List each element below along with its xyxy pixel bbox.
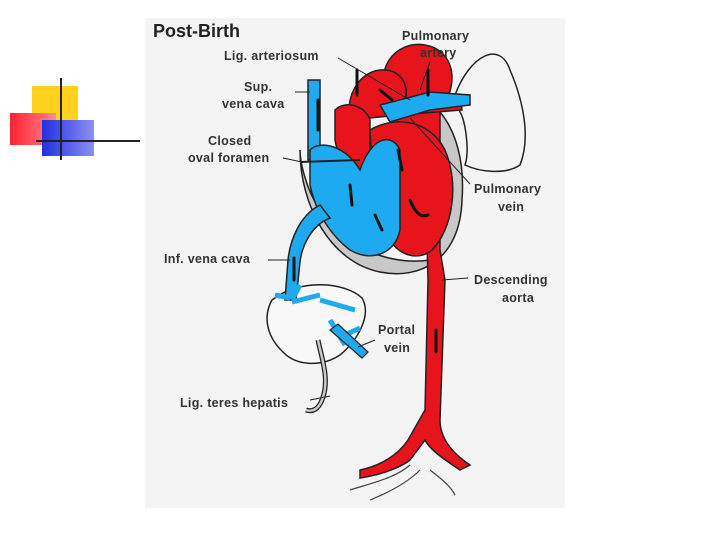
flow-arrows bbox=[292, 68, 438, 354]
label-closed-oval-1: Closed bbox=[208, 134, 251, 148]
hepatic-veins bbox=[274, 283, 362, 347]
label-pulmonary-vein-1: Pulmonary bbox=[474, 182, 541, 196]
label-pulmonary-artery-1: Pulmonary bbox=[402, 29, 469, 43]
closed-oval-foramen bbox=[299, 159, 361, 163]
label-inf-vena-cava: Inf. vena cava bbox=[164, 252, 251, 266]
label-pulmonary-artery-2: artery bbox=[420, 46, 457, 60]
label-closed-oval-2: oval foramen bbox=[188, 151, 269, 165]
diagram-title: Post-Birth bbox=[153, 21, 240, 41]
label-lig-teres: Lig. teres hepatis bbox=[180, 396, 288, 410]
label-portal-vein-1: Portal bbox=[378, 323, 415, 337]
iliac-lines bbox=[349, 464, 456, 501]
label-sup-vena-cava-2: vena cava bbox=[222, 97, 285, 111]
label-pulmonary-vein-2: vein bbox=[498, 200, 524, 214]
leader-lines bbox=[268, 57, 471, 401]
label-sup-vena-cava-1: Sup. bbox=[244, 80, 272, 94]
label-lig-arteriosum: Lig. arteriosum bbox=[224, 49, 319, 63]
portal-vein bbox=[329, 323, 369, 359]
right-heart bbox=[309, 138, 401, 257]
lung-shape bbox=[454, 53, 526, 173]
inferior-vena-cava bbox=[284, 204, 332, 301]
label-descending-aorta-2: aorta bbox=[502, 291, 535, 305]
deco-blue-square bbox=[42, 120, 94, 156]
pulmonary-branch bbox=[378, 91, 471, 123]
deco-horizontal-line bbox=[36, 140, 140, 142]
deco-vertical-line bbox=[60, 78, 62, 160]
label-portal-vein-2: vein bbox=[384, 341, 410, 355]
label-descending-aorta-1: Descending bbox=[474, 273, 548, 287]
